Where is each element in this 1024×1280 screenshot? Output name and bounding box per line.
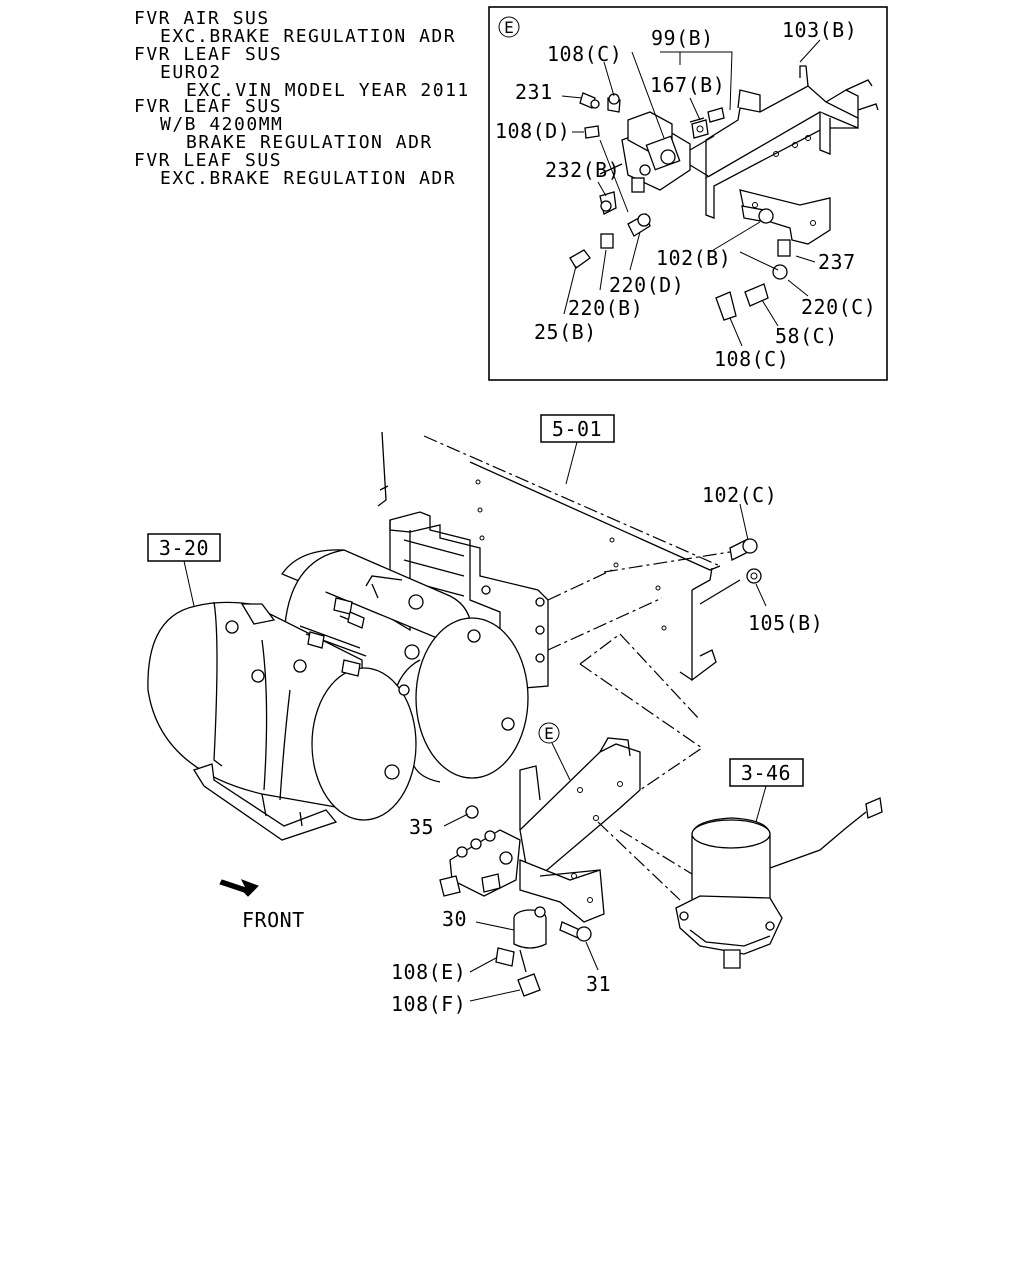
tank-cradle [193, 763, 441, 841]
label-25b: 25(B) [534, 320, 597, 344]
label-108e: 108(E) [391, 960, 466, 984]
label-108c-bottom: 108(C) [714, 347, 789, 371]
label-30: 30 [442, 907, 467, 931]
label-237: 237 [818, 250, 856, 274]
detail-frame [488, 6, 888, 381]
detail-leaders [561, 39, 821, 347]
label-102b: 102(B) [656, 246, 731, 270]
condition-line: FVR LEAF SUS [134, 44, 282, 65]
ref-3-20: 3-20 [159, 536, 209, 560]
condition-line: W/B 4200MM [160, 114, 283, 135]
main-leaders [443, 503, 767, 1002]
label-105b: 105(B) [748, 611, 823, 635]
bolt-102c [603, 538, 758, 573]
label-220d: 220(D) [609, 273, 684, 297]
label-99b: 99(B) [651, 26, 714, 50]
air-tank-front [147, 601, 417, 821]
bracket-main [519, 633, 704, 923]
bracket-103b-detail [705, 65, 879, 245]
detail-marker-label: E [504, 18, 514, 37]
label-31: 31 [586, 972, 611, 996]
label-220c: 220(C) [801, 295, 876, 319]
label-35: 35 [409, 815, 434, 839]
label-108f: 108(F) [391, 992, 466, 1016]
ref-box-5-01: 5-01 [540, 414, 615, 485]
part-30 [495, 906, 547, 997]
ref-5-01: 5-01 [552, 417, 602, 441]
front-label: FRONT [242, 908, 305, 932]
bolt-31 [559, 921, 592, 942]
air-tank-rear [281, 549, 529, 779]
detail-marker [498, 16, 520, 38]
detail-e-inset: E [488, 6, 888, 381]
condition-line: EXC.BRAKE REGULATION ADR [160, 168, 456, 189]
condition-line: FVR LEAF SUS [134, 96, 282, 117]
applicability-conditions: FVR AIR SUS EXC.BRAKE REGULATION ADR FVR… [134, 8, 470, 189]
label-108c-top: 108(C) [547, 42, 622, 66]
label-108d: 108(D) [495, 119, 570, 143]
air-dryer [619, 797, 883, 969]
label-58c: 58(C) [775, 324, 838, 348]
main-assembly: FRONT 5-01 3-20 3-46 E [147, 414, 883, 1016]
condition-line: EURO2 [160, 62, 222, 83]
tank-piping [299, 575, 410, 696]
frame-rail [377, 431, 741, 682]
condition-line: EXC.VIN MODEL YEAR 2011 [186, 80, 470, 101]
label-231: 231 [515, 80, 553, 104]
label-102c: 102(C) [702, 483, 777, 507]
condition-line: BRAKE REGULATION ADR [186, 132, 433, 153]
label-232b: 232(B) [545, 158, 620, 182]
main-marker-label: E [544, 724, 554, 743]
valve-assembly-detail [599, 111, 715, 193]
ref-box-3-20: 3-20 [147, 533, 221, 607]
main-detail-marker: E [538, 722, 571, 781]
label-167b: 167(B) [650, 73, 725, 97]
ref-3-46: 3-46 [741, 761, 791, 785]
front-arrow-icon [219, 879, 259, 897]
condition-line: FVR LEAF SUS [134, 150, 282, 171]
valve-assembly-main [439, 805, 521, 897]
nut-105b [746, 568, 762, 584]
ref-box-3-46: 3-46 [729, 758, 804, 823]
label-103b: 103(B) [782, 18, 857, 42]
label-220b: 220(B) [568, 296, 643, 320]
condition-line: EXC.BRAKE REGULATION ADR [160, 26, 456, 47]
condition-line: FVR AIR SUS [134, 8, 270, 29]
